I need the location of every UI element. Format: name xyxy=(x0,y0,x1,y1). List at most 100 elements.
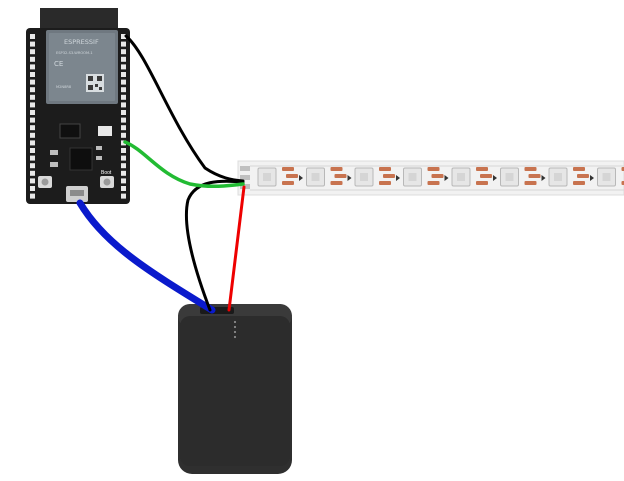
indicator-dot xyxy=(233,325,237,329)
pin xyxy=(121,193,126,199)
pin xyxy=(121,72,126,77)
resistor xyxy=(282,167,294,171)
led-chip xyxy=(602,173,611,181)
power-wire xyxy=(227,185,246,312)
chip xyxy=(69,147,93,171)
pin xyxy=(30,193,35,199)
pin xyxy=(30,155,35,161)
pin xyxy=(121,117,126,123)
led-segment xyxy=(444,165,497,191)
pin xyxy=(121,87,126,93)
esp32-dev-board: ESPRESSIF ESP32-S3-WROOM-1 CE M2N8R8 Boo… xyxy=(26,8,130,204)
led-segment xyxy=(541,165,594,191)
pin xyxy=(121,186,126,191)
resistor xyxy=(573,181,585,185)
resistor xyxy=(330,181,343,185)
resistor xyxy=(379,167,391,171)
resistor xyxy=(431,174,444,178)
pin xyxy=(30,56,35,62)
strip-pad-top xyxy=(240,166,250,171)
resistor xyxy=(383,174,395,178)
resistor xyxy=(379,181,391,185)
battery-indicator xyxy=(233,320,237,339)
pin xyxy=(121,34,126,39)
pin xyxy=(121,102,126,108)
module-id-label: M2N8R8 xyxy=(56,85,72,89)
pin xyxy=(121,125,126,131)
resistor xyxy=(427,181,440,185)
led-segment xyxy=(347,165,400,191)
wires xyxy=(76,34,246,314)
usb-cable xyxy=(76,199,216,314)
resistor xyxy=(286,174,298,178)
resistor xyxy=(577,174,589,178)
led-segment xyxy=(298,165,352,191)
pin xyxy=(30,49,35,55)
strip-pad-mid xyxy=(240,175,250,180)
direction-arrow xyxy=(299,175,303,181)
pin xyxy=(30,117,35,123)
ground-wire-battery xyxy=(184,179,245,312)
resistor xyxy=(330,167,343,171)
pin xyxy=(30,87,35,93)
ground-wire-board xyxy=(124,34,245,183)
led-chip xyxy=(360,173,368,181)
led-strip xyxy=(237,160,624,196)
pin xyxy=(30,94,35,100)
resistor xyxy=(621,167,624,171)
resistor xyxy=(480,174,492,178)
pin xyxy=(30,72,35,77)
module-model-label: ESP32-S3-WROOM-1 xyxy=(56,51,93,55)
pin xyxy=(121,163,126,169)
resistor xyxy=(621,181,624,185)
direction-arrow xyxy=(493,175,497,181)
pin xyxy=(30,102,35,108)
pin xyxy=(121,155,126,161)
led-chip xyxy=(311,173,320,181)
resistor xyxy=(528,174,541,178)
pin xyxy=(121,41,126,47)
direction-arrow xyxy=(347,175,352,181)
resistor xyxy=(476,181,488,185)
resistor xyxy=(476,167,488,171)
direction-arrow xyxy=(590,175,594,181)
resistor xyxy=(282,181,294,185)
pin xyxy=(121,148,126,153)
direction-arrow xyxy=(541,175,546,181)
pin xyxy=(121,170,126,176)
resistor xyxy=(573,167,585,171)
pin xyxy=(30,186,35,191)
pin xyxy=(121,56,126,62)
pin xyxy=(30,178,35,184)
ce-mark: CE xyxy=(54,60,63,68)
led-chip xyxy=(408,173,417,181)
led-segment xyxy=(589,165,624,191)
boot-label: Boot xyxy=(101,170,112,176)
pin xyxy=(30,125,35,131)
direction-arrow xyxy=(444,175,449,181)
data-wire xyxy=(123,140,245,189)
indicator-dot xyxy=(233,320,237,324)
pin xyxy=(30,140,35,146)
pin xyxy=(30,132,35,138)
pin xyxy=(30,64,35,70)
pin xyxy=(121,94,126,100)
pin xyxy=(121,49,126,55)
capacitor xyxy=(98,126,112,136)
led-chip xyxy=(263,173,271,181)
led-segment xyxy=(250,165,303,191)
module-brand-label: ESPRESSIF xyxy=(64,38,99,46)
led-chip xyxy=(554,173,562,181)
pin xyxy=(30,79,35,85)
pin xyxy=(30,110,35,115)
led-chip xyxy=(505,173,514,181)
resistor xyxy=(334,174,347,178)
resistor xyxy=(524,181,537,185)
pin xyxy=(121,79,126,85)
indicator-dot xyxy=(233,330,237,334)
led-segment xyxy=(492,165,546,191)
resistor xyxy=(524,167,537,171)
pin xyxy=(121,178,126,184)
resistor xyxy=(427,167,440,171)
